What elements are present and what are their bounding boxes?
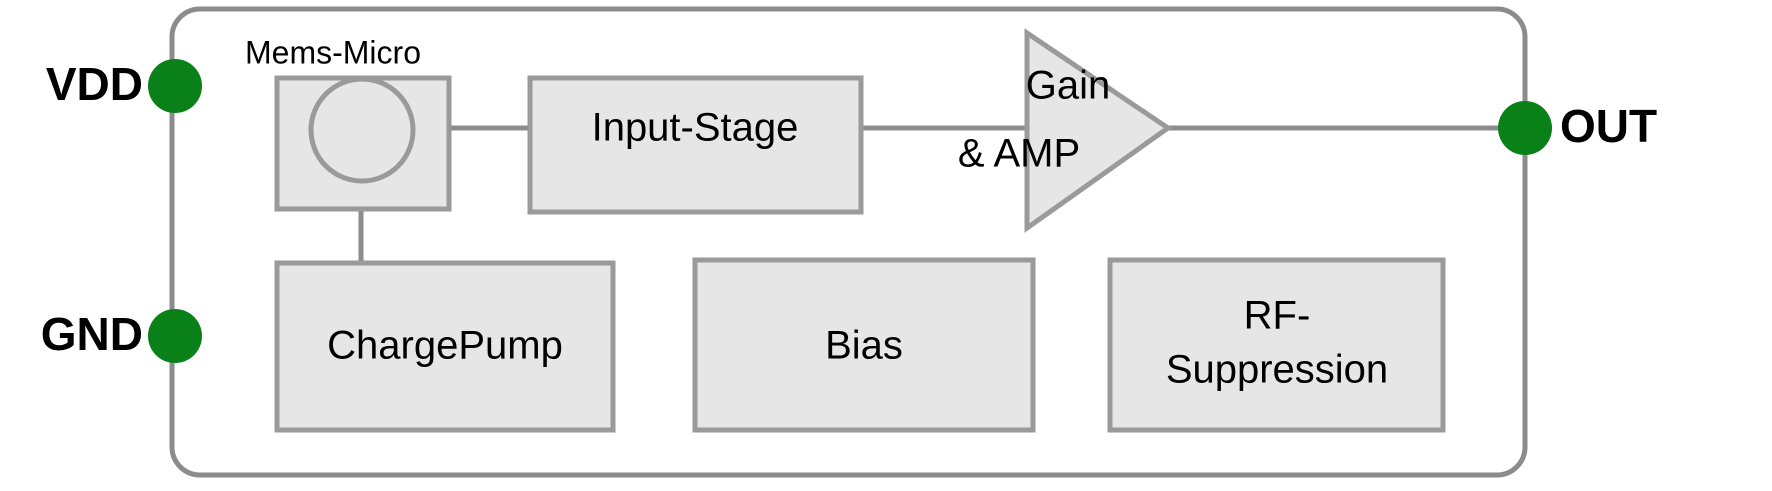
mems-micro-membrane-icon: [308, 76, 416, 184]
pin-dot-out[interactable]: [1498, 101, 1552, 155]
chip-outline: [169, 6, 1528, 478]
block-rf-suppression[interactable]: [1107, 257, 1446, 433]
block-label-input-stage: Input-Stage: [592, 106, 799, 150]
pin-label-out: OUT: [1560, 100, 1657, 152]
pin-dot-gnd[interactable]: [148, 309, 202, 363]
block-label-mems-micro: Mems-Micro: [245, 34, 421, 70]
block-input-stage[interactable]: [527, 75, 864, 215]
block-charge-pump[interactable]: [274, 260, 616, 433]
pin-dot-vdd[interactable]: [148, 59, 202, 113]
block-gain-amp[interactable]: [1024, 28, 1173, 233]
block-label-bias: Bias: [825, 324, 903, 368]
block-label-amp: & AMP: [958, 132, 1080, 176]
block-label-rf-suppression-line1: RF-: [1244, 294, 1311, 338]
block-label-charge-pump: ChargePump: [327, 324, 563, 368]
pin-label-gnd: GND: [41, 308, 143, 360]
block-label-rf-suppression-line2: Suppression: [1166, 348, 1388, 392]
block-label-gain: Gain: [1026, 64, 1111, 108]
block-bias[interactable]: [692, 257, 1036, 433]
pin-label-vdd: VDD: [46, 58, 143, 110]
